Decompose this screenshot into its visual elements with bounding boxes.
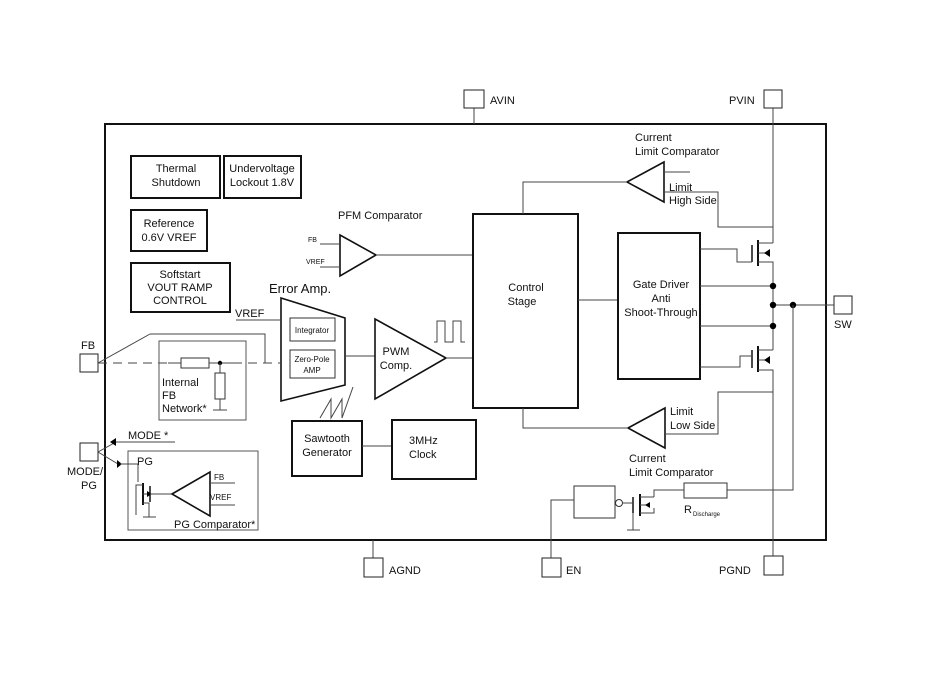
- pin-sw-label: SW: [834, 319, 852, 331]
- svg-text:Limit Comparator: Limit Comparator: [629, 467, 714, 479]
- low-side-mosfet: [700, 325, 774, 556]
- pin-en-label: EN: [566, 565, 581, 577]
- svg-text:Shutdown: Shutdown: [152, 177, 201, 189]
- svg-text:Generator: Generator: [302, 447, 352, 459]
- svg-text:PG Comparator*: PG Comparator*: [174, 519, 256, 531]
- svg-text:Softstart: Softstart: [160, 269, 201, 281]
- high-side-mosfet: [700, 108, 774, 287]
- svg-text:Shoot-Through: Shoot-Through: [624, 307, 697, 319]
- svg-text:High Side: High Side: [669, 195, 717, 207]
- svg-text:VREF: VREF: [306, 259, 325, 266]
- svg-text:Stage: Stage: [508, 296, 537, 308]
- clock-block: 3MHz Clock: [391, 419, 477, 480]
- undervoltage-lockout-block: Undervoltage Lockout 1.8V: [223, 155, 302, 199]
- svg-text:Current: Current: [629, 453, 666, 465]
- svg-text:Reference: Reference: [144, 218, 195, 230]
- pin-avin: AVIN: [463, 89, 515, 124]
- svg-text:Limit: Limit: [670, 406, 693, 418]
- thermal-shutdown-block: Thermal Shutdown: [130, 155, 221, 199]
- svg-text:Comp.: Comp.: [380, 360, 412, 372]
- svg-text:VREF: VREF: [210, 493, 231, 502]
- svg-text:Discharge: Discharge: [693, 512, 721, 518]
- svg-text:AMP: AMP: [303, 366, 320, 375]
- chip-outline: [104, 123, 827, 541]
- svg-text:FB: FB: [214, 473, 224, 482]
- svg-text:Internal: Internal: [162, 377, 199, 389]
- gate-driver-block: Gate Driver Anti Shoot-Through: [617, 232, 701, 380]
- svg-text:Undervoltage: Undervoltage: [229, 163, 294, 175]
- svg-text:CONTROL: CONTROL: [153, 295, 207, 307]
- internal-fb-network: Internal FB Network*: [158, 340, 247, 421]
- error-amp-label: Error Amp.: [269, 281, 331, 296]
- svg-text:Sawtooth: Sawtooth: [304, 433, 350, 445]
- pwm-comparator: PWM Comp.: [374, 317, 473, 401]
- pin-pvin: PVIN: [729, 89, 783, 124]
- softstart-block: Softstart VOUT RAMP CONTROL: [130, 262, 231, 313]
- svg-text:Current: Current: [635, 132, 672, 144]
- pfm-comparator: PFM Comparator FB VREF: [306, 210, 473, 278]
- pin-agnd: AGND: [363, 540, 421, 578]
- discharge-circuit: R Discharge: [550, 482, 728, 558]
- pin-mode-pg: MODE/ PG: [67, 442, 104, 492]
- pin-pvin-label: PVIN: [729, 95, 755, 107]
- svg-text:Integrator: Integrator: [295, 326, 330, 335]
- svg-text:FB: FB: [308, 237, 317, 244]
- svg-text:MODE *: MODE *: [128, 430, 169, 442]
- control-stage-block: Control Stage: [472, 213, 579, 409]
- svg-text:Clock: Clock: [409, 449, 437, 461]
- pin-fb-label: FB: [81, 340, 95, 352]
- svg-text:Limit Comparator: Limit Comparator: [635, 146, 720, 158]
- svg-text:Low Side: Low Side: [670, 420, 715, 432]
- svg-text:Thermal: Thermal: [156, 163, 196, 175]
- vref-label: VREF: [235, 308, 265, 320]
- svg-text:Anti: Anti: [652, 293, 671, 305]
- svg-text:PG: PG: [137, 456, 153, 468]
- svg-text:FB: FB: [162, 390, 176, 402]
- svg-text:3MHz: 3MHz: [409, 435, 438, 447]
- zero-pole-amp-block: [289, 349, 336, 379]
- pin-sw: SW: [833, 295, 853, 331]
- pin-mode-pg-label-1: MODE/: [67, 466, 104, 478]
- svg-text:Limit: Limit: [669, 182, 692, 194]
- pg-comparator-group: MODE * PG FB VREF PG Comparator*: [97, 430, 259, 531]
- pin-pgnd-label: PGND: [719, 565, 751, 577]
- pin-avin-label: AVIN: [490, 95, 515, 107]
- sawtooth-waveform: [319, 386, 354, 420]
- svg-text:R: R: [684, 504, 692, 516]
- pin-mode-pg-label-2: PG: [81, 480, 97, 492]
- svg-text:Control: Control: [508, 282, 543, 294]
- pin-fb: FB: [79, 340, 99, 373]
- svg-text:Zero-Pole: Zero-Pole: [294, 355, 330, 364]
- svg-text:Gate Driver: Gate Driver: [633, 279, 690, 291]
- reference-block: Reference 0.6V VREF: [130, 209, 208, 252]
- integrator-block: [289, 317, 336, 342]
- current-limit-comparator-low: Limit Low Side Current Limit Comparator: [522, 391, 773, 479]
- svg-text:Network*: Network*: [162, 403, 207, 415]
- pfm-comparator-label: PFM Comparator: [338, 210, 423, 222]
- pin-en: EN: [541, 557, 581, 578]
- sawtooth-generator-block: Sawtooth Generator: [291, 420, 363, 477]
- svg-text:PWM: PWM: [383, 346, 410, 358]
- pin-agnd-label: AGND: [389, 565, 421, 577]
- svg-text:0.6V VREF: 0.6V VREF: [141, 232, 196, 244]
- svg-text:VOUT RAMP: VOUT RAMP: [147, 282, 212, 294]
- svg-text:Lockout 1.8V: Lockout 1.8V: [230, 177, 295, 189]
- error-amplifier: Error Amp. Integrator Zero-Pole AMP VREF: [235, 281, 375, 403]
- current-limit-comparator-high: Current Limit Comparator Limit High Side: [522, 132, 773, 228]
